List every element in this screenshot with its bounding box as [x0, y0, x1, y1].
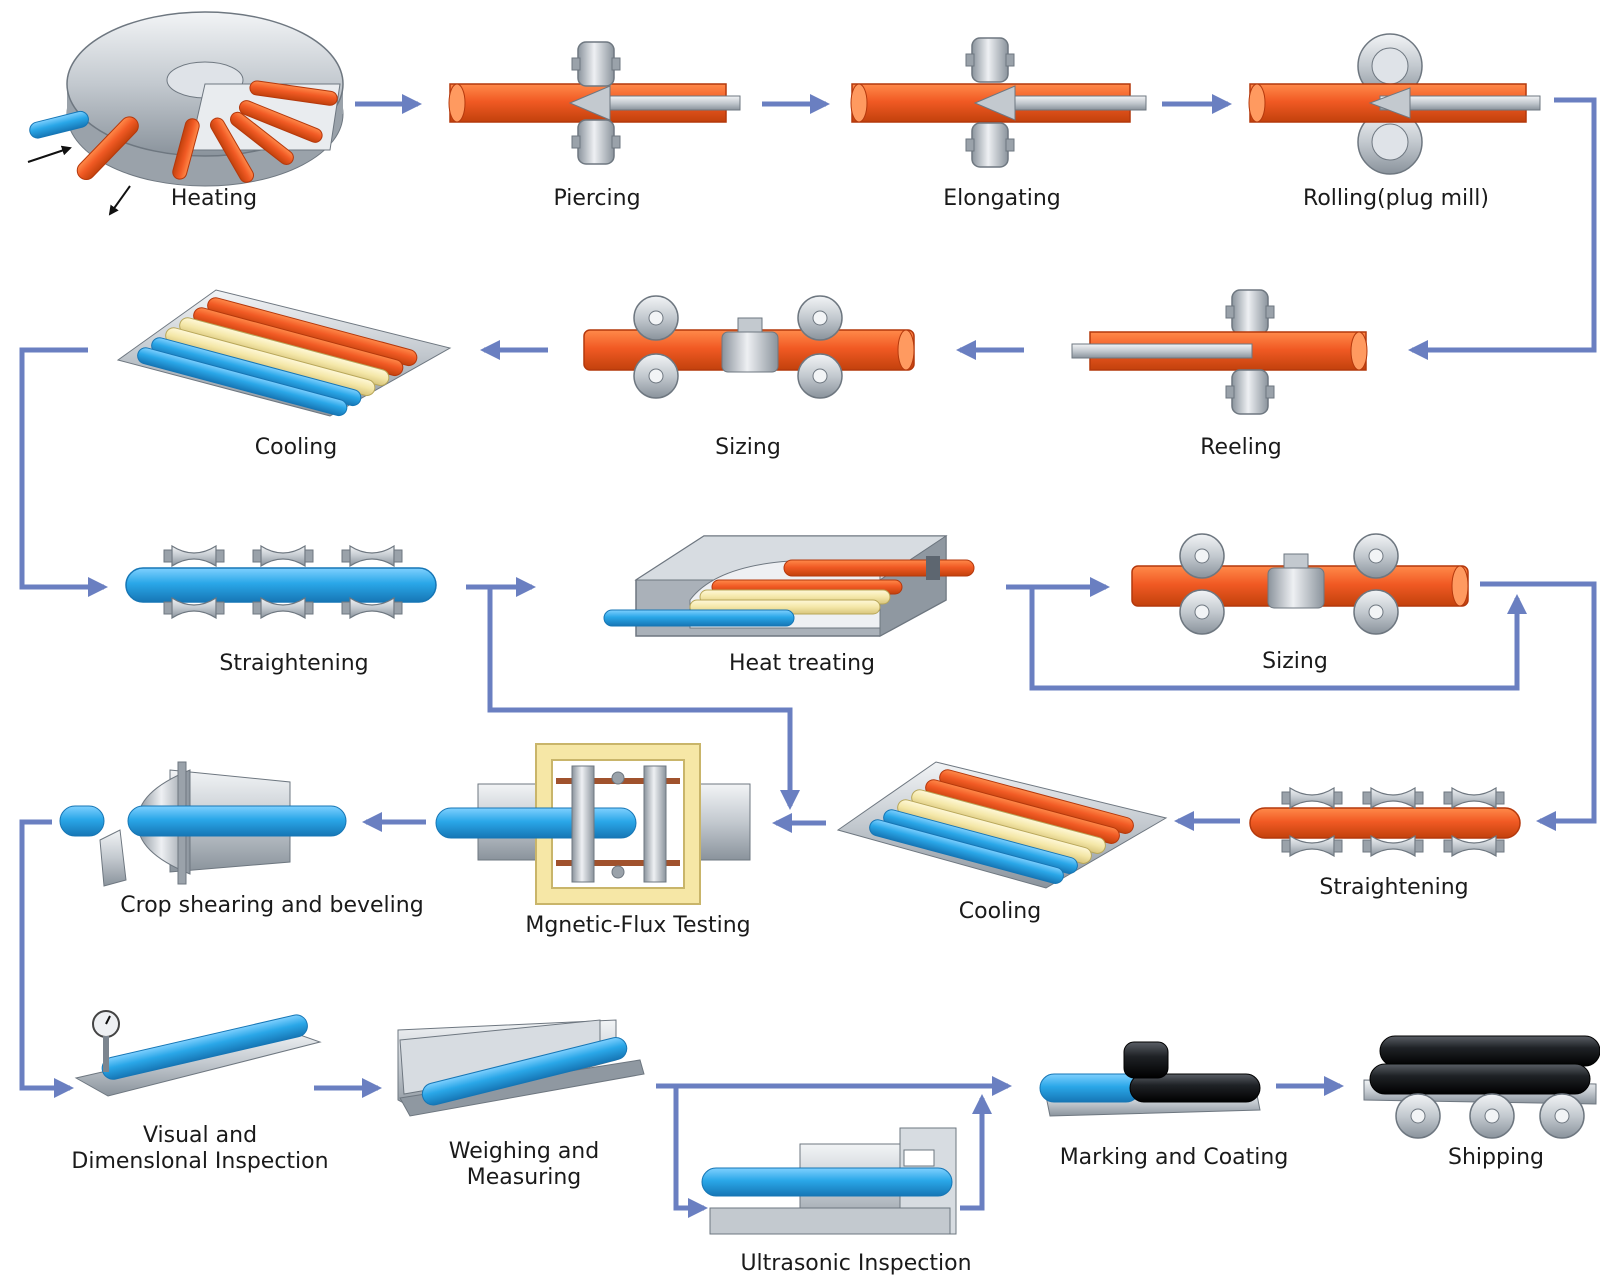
ultrasonic-tester-icon	[701, 1127, 957, 1235]
reeling-mill-icon	[1071, 289, 1368, 415]
step-label-rolling: Rolling(plug mill)	[1303, 186, 1489, 211]
step-label-shipping: Shipping	[1448, 1145, 1544, 1170]
cooling-bed-icon	[116, 289, 452, 417]
step-label-flux-testing: Mgnetic-Flux Testing	[525, 913, 750, 938]
step-label-straightening-1: Straightening	[219, 651, 368, 676]
crop-shear-icon	[59, 761, 347, 887]
inspection-bench-icon	[74, 1010, 322, 1097]
rotary-furnace-icon	[27, 11, 344, 216]
arrow-sizing-bypass-loop	[1029, 587, 1527, 691]
step-label-weighing-line2: Measuring	[467, 1165, 581, 1190]
piercing-mill-icon	[448, 41, 741, 165]
marking-coating-icon	[1039, 1041, 1261, 1117]
straightener-icon	[1249, 787, 1521, 857]
step-label-heating: Heating	[171, 186, 257, 211]
arrow-ultrasonic-to-marking	[960, 1094, 992, 1211]
shipping-cart-icon	[1363, 1035, 1600, 1139]
cooling-bed-icon	[836, 761, 1168, 889]
sizing-mill-icon	[583, 295, 915, 399]
arrow-weighing-to-ultrasonic	[673, 1086, 708, 1218]
straightener-icon	[125, 545, 437, 619]
step-label-cooling-1: Cooling	[255, 435, 337, 460]
sizing-mill-icon	[1131, 533, 1469, 635]
step-label-elongating: Elongating	[943, 186, 1061, 211]
step-label-piercing: Piercing	[553, 186, 640, 211]
step-label-marking: Marking and Coating	[1060, 1145, 1289, 1170]
step-label-reeling: Reeling	[1200, 435, 1282, 460]
weighing-table-icon	[397, 1019, 645, 1117]
step-label-straightening-2: Straightening	[1319, 875, 1468, 900]
elongating-mill-icon	[850, 37, 1147, 168]
step-label-sizing-1: Sizing	[715, 435, 781, 460]
arrow-cooling-to-straightening	[19, 347, 108, 597]
arrow-rolling-to-reeling	[1408, 97, 1597, 360]
arrow-sizing-to-straightening	[1480, 581, 1597, 831]
arrow-straightening-bypass-to-flux-testing	[487, 587, 800, 810]
step-label-ultrasonic: Ultrasonic Inspection	[740, 1251, 971, 1276]
heat-treatment-furnace-icon	[603, 535, 975, 637]
flow-arrows	[19, 94, 1597, 1218]
step-label-crop-shearing: Crop shearing and beveling	[120, 893, 423, 918]
step-label-cooling-2: Cooling	[959, 899, 1041, 924]
magnetic-flux-tester-icon	[435, 743, 751, 905]
arrow-crop-shearing-to-visual-inspection	[19, 819, 74, 1098]
plug-mill-icon	[1248, 33, 1541, 175]
step-label-weighing-line1: Weighing and	[449, 1139, 599, 1164]
step-label-heat-treating: Heat treating	[729, 651, 875, 676]
step-label-sizing-2: Sizing	[1262, 649, 1328, 674]
step-label-visual-inspection-line2: Dimenslonal Inspection	[71, 1149, 328, 1174]
step-label-visual-inspection-line1: Visual and	[143, 1123, 257, 1148]
